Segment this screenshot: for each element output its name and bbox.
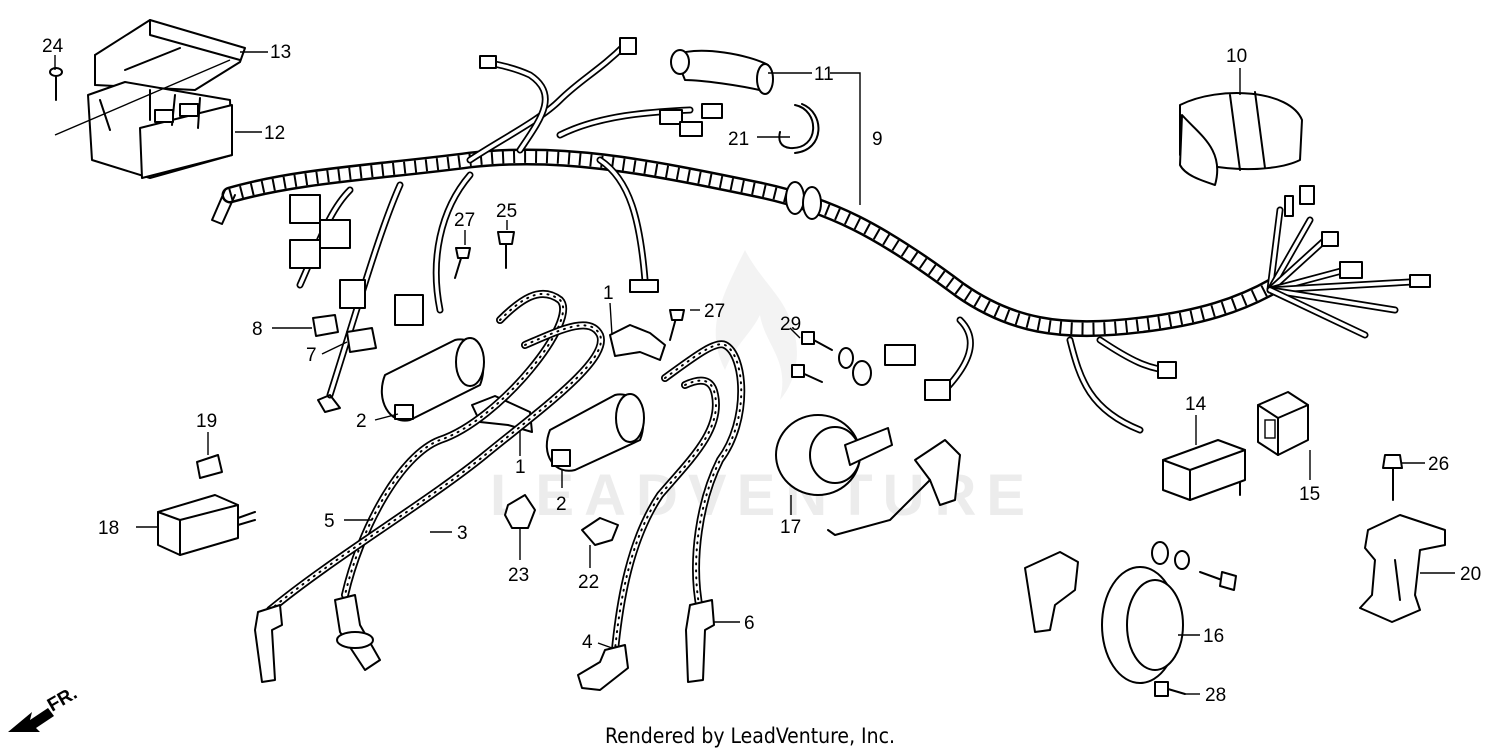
wire-terminal (317, 394, 341, 413)
callout-25: 25 (496, 201, 517, 222)
spark-plug-cap-left[interactable] (254, 604, 283, 683)
horn-bracket-16[interactable] (1024, 551, 1079, 633)
callout-2-right: 2 (556, 494, 567, 515)
bracket-20[interactable] (1359, 514, 1446, 623)
watermark-logo (715, 250, 797, 400)
screw-24[interactable] (49, 67, 63, 101)
callout-4: 4 (582, 632, 593, 653)
spark-plug-cap-6[interactable] (685, 599, 715, 683)
callout-20: 20 (1460, 564, 1481, 585)
leader-lines (54, 51, 1455, 695)
spark-plug-cap-center[interactable] (334, 594, 381, 671)
callout-22: 22 (578, 572, 599, 593)
fuse-box-cover[interactable] (94, 19, 246, 91)
spark-plug-cap-4[interactable] (577, 644, 629, 691)
callout-16: 16 (1203, 626, 1224, 647)
callout-1-lower: 1 (515, 457, 526, 478)
callout-24: 24 (42, 36, 64, 57)
callout-5: 5 (324, 511, 335, 532)
wire-band[interactable] (778, 103, 820, 154)
callout-27-right: 27 (704, 301, 725, 322)
relay-7[interactable] (346, 327, 377, 353)
callout-18: 18 (98, 518, 119, 539)
callout-15: 15 (1299, 484, 1320, 505)
bolt-26[interactable] (1382, 454, 1403, 501)
callout-3: 3 (457, 523, 468, 544)
bolt-25[interactable] (497, 231, 515, 269)
rubber-boot[interactable] (1179, 91, 1303, 186)
bolt-27-right[interactable] (669, 309, 685, 341)
callout-14: 14 (1185, 394, 1207, 415)
callout-13: 13 (270, 42, 291, 63)
callout-23: 23 (508, 565, 529, 586)
ht-cable-4[interactable] (611, 376, 720, 654)
relay-15[interactable] (1257, 391, 1309, 456)
ignition-coil-left[interactable] (380, 337, 485, 422)
callout-19: 19 (196, 411, 217, 432)
bolt-28[interactable] (1154, 681, 1186, 697)
callout-10: 10 (1226, 46, 1247, 67)
grommet-cap[interactable] (670, 49, 774, 95)
relay-cap-19[interactable] (196, 454, 223, 479)
turn-signal-relay-18[interactable] (157, 494, 256, 556)
ignition-coil-right[interactable] (545, 393, 645, 472)
horn-16[interactable] (1101, 566, 1184, 684)
coil-bracket-upper[interactable] (609, 324, 666, 361)
callout-8: 8 (252, 319, 263, 340)
ht-cable-5[interactable] (341, 290, 567, 599)
fuse-box[interactable] (87, 81, 233, 179)
callout-21: 21 (728, 129, 749, 150)
callout-2-left: 2 (356, 411, 367, 432)
callout-17: 17 (780, 517, 801, 538)
callout-9: 9 (872, 129, 883, 150)
horn-bracket[interactable] (827, 439, 961, 536)
callout-29: 29 (780, 314, 801, 335)
ht-cable-3[interactable] (266, 321, 605, 614)
horn-17[interactable] (775, 414, 893, 496)
callout-26: 26 (1428, 454, 1449, 475)
callout-28: 28 (1205, 685, 1226, 706)
callout-7: 7 (306, 345, 317, 366)
callout-6: 6 (744, 613, 755, 634)
main-wire-harness[interactable] (211, 37, 1431, 434)
callout-27-left: 27 (454, 210, 475, 231)
ht-cable-6[interactable] (661, 340, 746, 614)
bolt-27-left[interactable] (454, 247, 471, 279)
clamp-23[interactable] (504, 494, 536, 529)
washers-bolt-16[interactable] (1151, 541, 1237, 591)
callout-1-upper: 1 (603, 283, 614, 304)
clamp-22[interactable] (581, 517, 619, 546)
footer-credit: Rendered by LeadVenture, Inc. (605, 724, 895, 748)
relay-8[interactable] (312, 314, 339, 337)
callout-12: 12 (264, 123, 285, 144)
module-14[interactable] (1162, 439, 1246, 501)
callout-11: 11 (814, 64, 834, 85)
callout-labels: 24 13 12 11 9 21 10 27 25 1 27 29 8 7 2 … (42, 36, 1481, 706)
bolt-29-washers[interactable] (791, 331, 872, 386)
